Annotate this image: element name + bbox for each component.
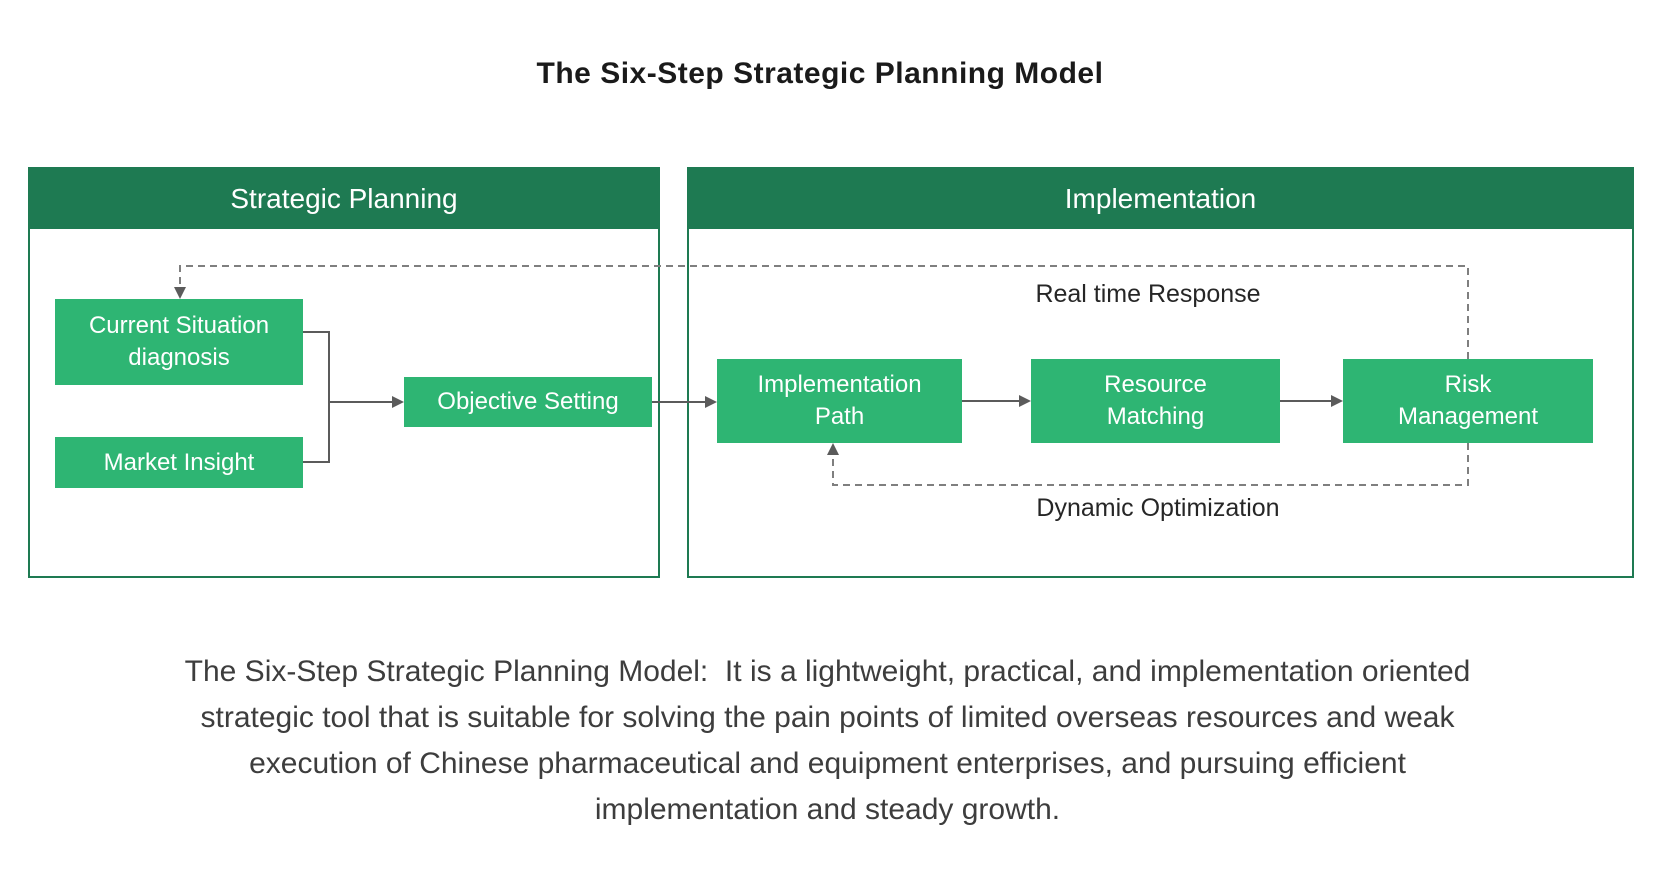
page-title: The Six-Step Strategic Planning Model	[536, 57, 1104, 90]
caption-line-1: The Six-Step Strategic Planning Model: I…	[184, 655, 1471, 688]
node-resource-matching: Resource Matching	[1031, 359, 1280, 443]
caption-paragraph: The Six-Step Strategic Planning Model: I…	[0, 649, 1655, 833]
panel-implementation-header: Implementation	[688, 168, 1633, 229]
caption-line-2: strategic tool that is suitable for solv…	[200, 701, 1455, 734]
node-current-situation-diagnosis: Current Situation diagnosis	[55, 299, 303, 385]
caption-line-4: implementation and steady growth.	[594, 793, 1061, 826]
node-objective-setting: Objective Setting	[404, 377, 652, 427]
panel-implementation-title: Implementation	[1064, 182, 1257, 214]
node-implementation-path: Implementation Path	[717, 359, 962, 443]
panel-strategic-planning-title: Strategic Planning	[230, 182, 458, 214]
caption-line-3: execution of Chinese pharmaceutical and …	[249, 747, 1406, 780]
node-market-insight: Market Insight	[55, 437, 303, 488]
edge-label-dynamic-optimization: Dynamic Optimization	[1036, 494, 1280, 522]
panel-strategic-planning-header: Strategic Planning	[29, 168, 659, 229]
node-risk-management: Risk Management	[1343, 359, 1593, 443]
edge-label-real-time-response: Real time Response	[1035, 280, 1261, 308]
